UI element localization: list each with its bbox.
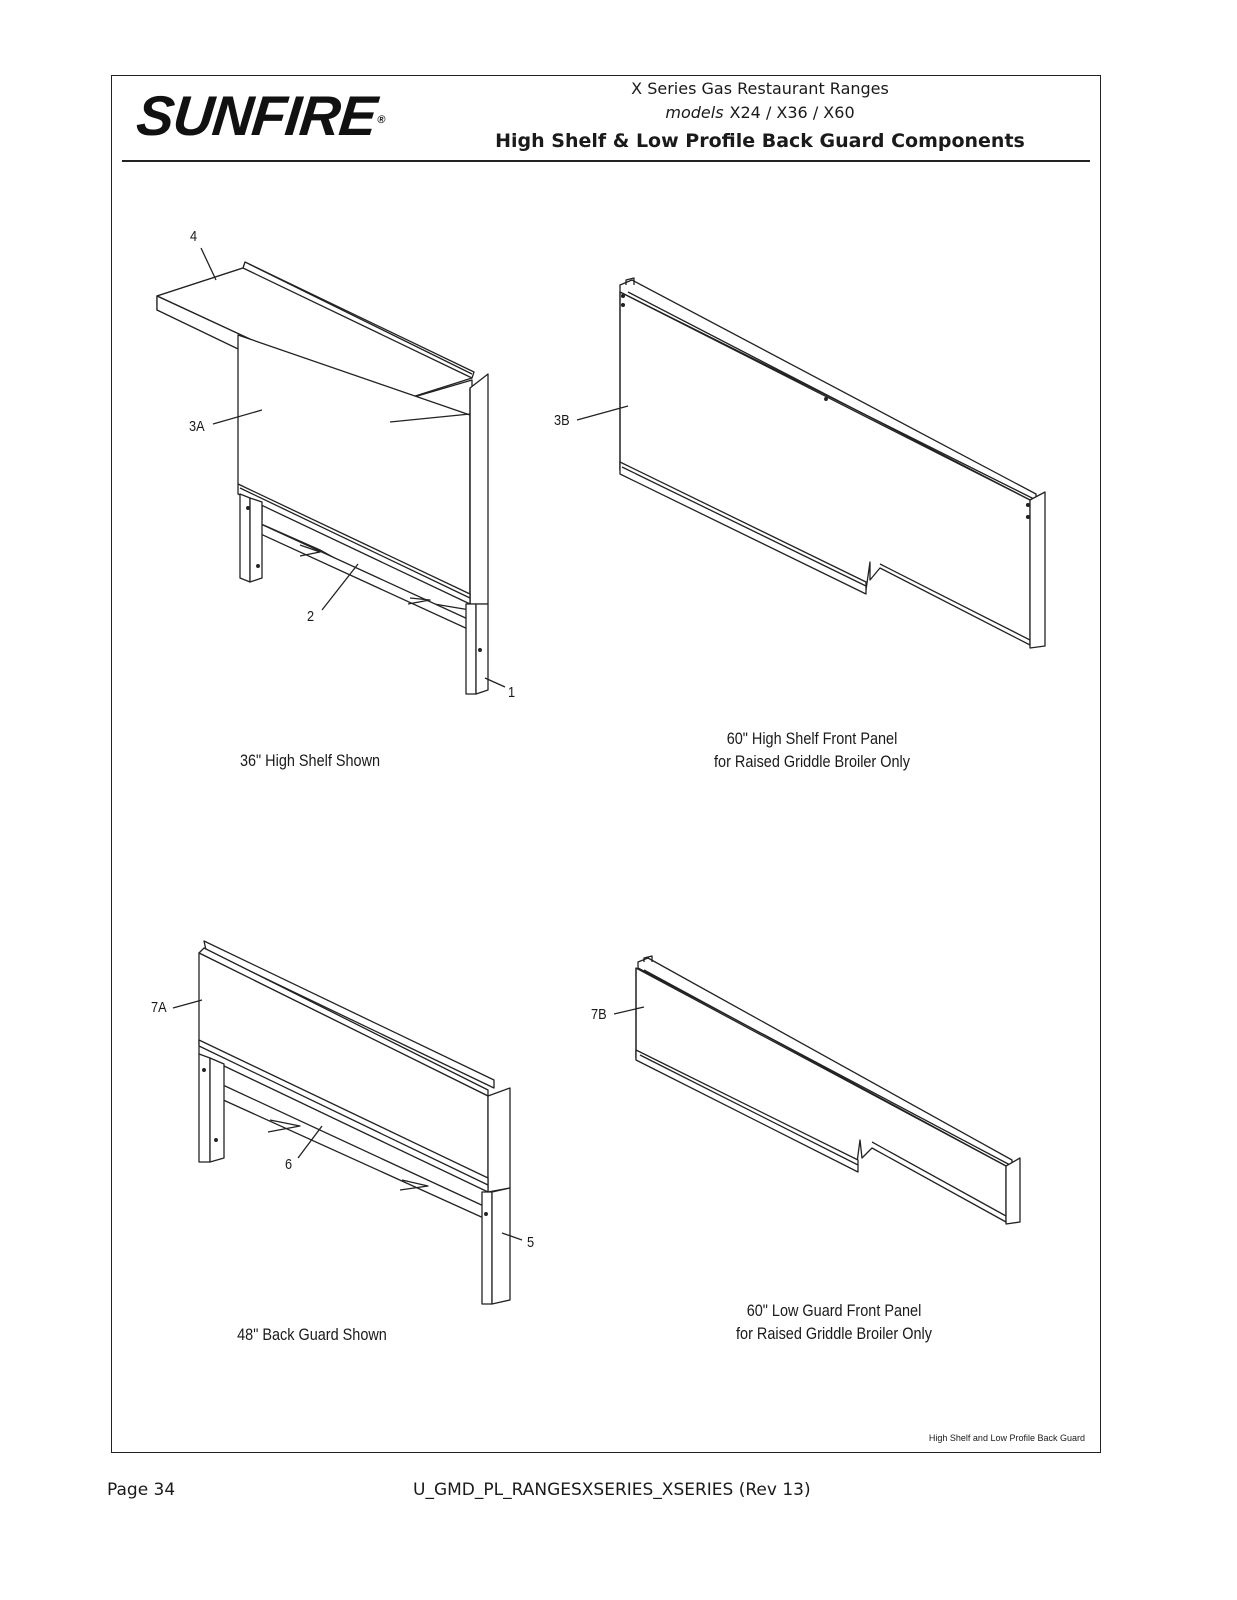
caption-low-guard-panel-line1: 60" Low Guard Front Panel <box>746 1301 922 1320</box>
callout-3b: 3B <box>554 412 570 429</box>
high-shelf-front-panel-drawing <box>576 277 1046 649</box>
high-shelf-assembly-drawing <box>156 247 506 695</box>
callout-1: 1 <box>508 684 516 701</box>
caption-low-guard-panel: 60" Low Guard Front Panel for Raised Gri… <box>715 1299 953 1345</box>
callout-2: 2 <box>307 608 315 625</box>
series-title: X Series Gas Restaurant Ranges <box>631 79 889 98</box>
caption-high-shelf: 36" High Shelf Shown <box>239 751 381 770</box>
models-line: models X24 / X36 / X60 <box>560 103 960 122</box>
header-rule <box>122 160 1090 162</box>
caption-high-shelf-panel-line1: 60" High Shelf Front Panel <box>726 729 898 748</box>
low-guard-front-panel-drawing <box>613 955 1021 1225</box>
models-label: models <box>665 103 724 122</box>
page-title: High Shelf & Low Profile Back Guard Comp… <box>495 130 1025 152</box>
caption-high-shelf-panel: 60" High Shelf Front Panel for Raised Gr… <box>693 727 931 773</box>
callout-6: 6 <box>285 1156 293 1173</box>
callout-3a: 3A <box>189 418 205 435</box>
caption-low-guard-panel-line2: for Raised Griddle Broiler Only <box>736 1324 932 1343</box>
callout-5: 5 <box>527 1234 535 1251</box>
frame-note: High Shelf and Low Profile Back Guard <box>928 1433 1085 1443</box>
callout-7b: 7B <box>591 1006 607 1023</box>
callout-7a: 7A <box>151 999 167 1016</box>
document-id: U_GMD_PL_RANGESXSERIES_XSERIES (Rev 13) <box>413 1480 811 1500</box>
back-guard-assembly-drawing <box>172 940 523 1305</box>
models-value: X24 / X36 / X60 <box>729 103 855 122</box>
page-frame <box>111 75 1101 1453</box>
callout-4: 4 <box>190 228 198 245</box>
caption-back-guard: 48" Back Guard Shown <box>237 1325 387 1344</box>
page-number: Page 34 <box>107 1480 176 1500</box>
caption-high-shelf-panel-line2: for Raised Griddle Broiler Only <box>714 752 910 771</box>
